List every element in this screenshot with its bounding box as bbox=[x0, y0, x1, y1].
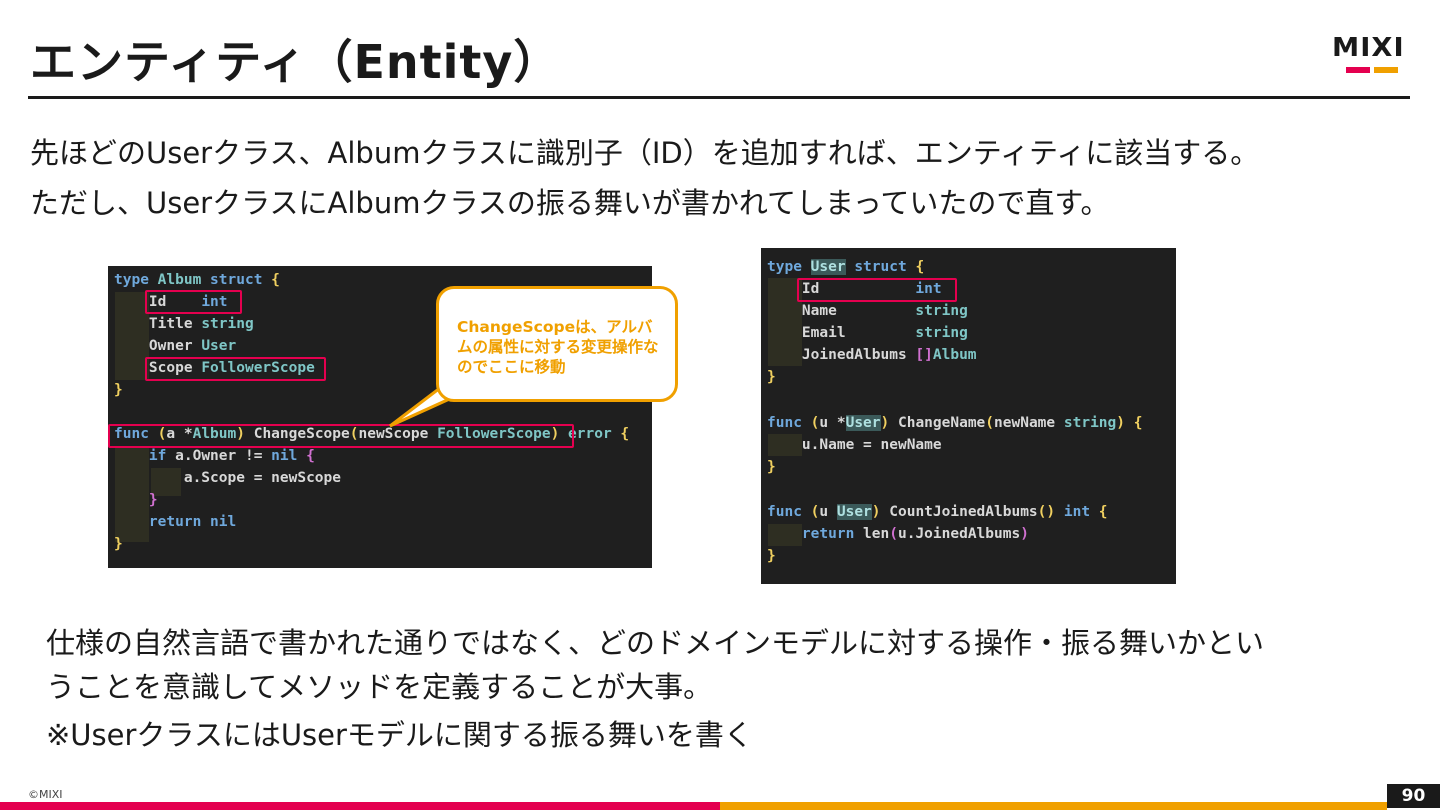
body-line-1: 仕様の自然言語で書かれた通りではなく、どのドメインモデルに対する操作・振る舞いか… bbox=[46, 626, 1265, 660]
code-line: } bbox=[114, 382, 123, 398]
scope-field-highlight bbox=[145, 357, 326, 381]
lead-line-2: ただし、UserクラスにAlbumクラスの振る舞いが書かれてしまっていたので直す… bbox=[30, 186, 1110, 220]
copyright: ©MIXI bbox=[28, 788, 63, 801]
mixi-logo: MIXI bbox=[1332, 34, 1412, 74]
code-line: Scope FollowerScope bbox=[148, 360, 315, 376]
body-note-prefix: ※Userクラスには bbox=[46, 718, 281, 752]
code-line: type Album struct { bbox=[114, 272, 280, 288]
indent-guide bbox=[115, 446, 149, 542]
code-line: u.Name = newName bbox=[801, 437, 942, 453]
footer-yellow-bar bbox=[720, 802, 1387, 810]
body-note-rest: Userモデルに関する振る舞いを書く bbox=[280, 718, 753, 752]
code-line: type User struct { bbox=[767, 259, 925, 275]
logo-wordmark: MIXI bbox=[1332, 33, 1405, 63]
code-line: } bbox=[767, 369, 776, 385]
callout-bubble: ChangeScopeは、アルバムの属性に対する変更操作なのでここに移動 bbox=[436, 286, 678, 402]
user-code-screenshot: type User struct { Id int Name string Em… bbox=[761, 248, 1176, 584]
code-line: Owner User bbox=[148, 338, 237, 354]
id-field-highlight bbox=[145, 290, 242, 314]
code-line: Title string bbox=[148, 316, 254, 332]
footer-red-bar bbox=[0, 802, 720, 810]
slide-title: エンティティ（Entity） bbox=[30, 35, 561, 89]
code-line: Id int bbox=[801, 281, 942, 297]
code-line: } bbox=[767, 548, 776, 564]
indent-guide bbox=[115, 292, 149, 380]
code-line: if a.Owner != nil { bbox=[148, 448, 315, 464]
code-line: JoinedAlbums []Album bbox=[801, 347, 977, 363]
indent-guide bbox=[768, 524, 802, 546]
page-number: 90 bbox=[1387, 784, 1440, 808]
code-line: a.Scope = newScope bbox=[183, 470, 341, 486]
code-line: } bbox=[114, 536, 123, 552]
callout-text: ChangeScopeは、アルバムの属性に対する変更操作なのでここに移動 bbox=[457, 318, 659, 376]
code-line: return nil bbox=[148, 514, 237, 530]
id-field-highlight bbox=[797, 278, 957, 302]
title-divider bbox=[28, 96, 1410, 99]
code-line: Email string bbox=[801, 325, 968, 341]
body-line-2: うことを意識してメソッドを定義することが大事。 bbox=[46, 670, 713, 704]
indent-guide bbox=[151, 468, 181, 496]
code-line: func (u User) CountJoinedAlbums() int { bbox=[767, 504, 1108, 520]
body-line-3: ※UserクラスにはUserモデルに関する振る舞いを書く bbox=[46, 712, 753, 754]
code-line: Id int bbox=[148, 294, 228, 310]
code-line: Name string bbox=[801, 303, 968, 319]
code-line: } bbox=[148, 492, 158, 508]
indent-guide bbox=[768, 434, 802, 456]
code-line: } bbox=[767, 459, 776, 475]
logo-yellow-bar bbox=[1374, 67, 1398, 73]
lead-line-1: 先ほどのUserクラス、Albumクラスに識別子（ID）を追加すれば、エンティテ… bbox=[30, 136, 1260, 170]
code-line: func (a *Album) ChangeScope(newScope Fol… bbox=[114, 426, 630, 442]
code-line: func (u *User) ChangeName(newName string… bbox=[767, 415, 1143, 431]
code-line: return len(u.JoinedAlbums) bbox=[801, 526, 1029, 542]
logo-red-bar bbox=[1346, 67, 1370, 73]
indent-guide bbox=[768, 278, 802, 366]
changescope-method-highlight bbox=[108, 424, 574, 448]
